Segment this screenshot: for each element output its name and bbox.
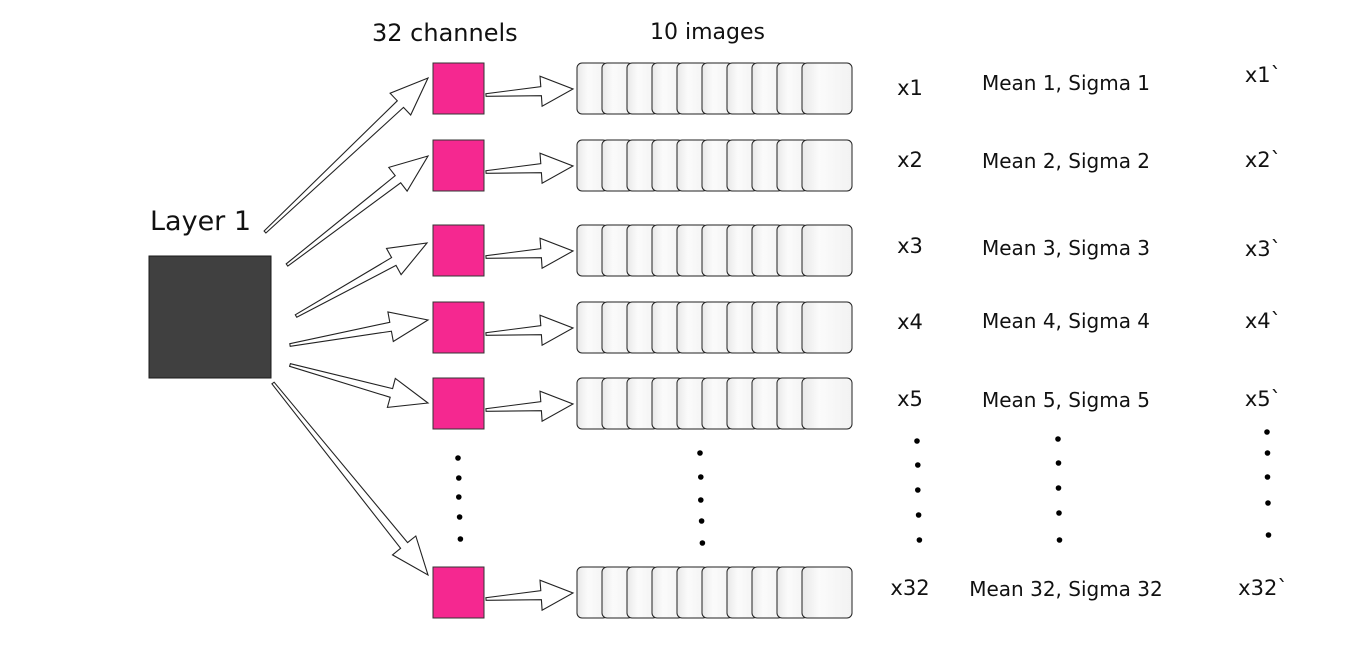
- ellipsis-dot: [1056, 537, 1063, 543]
- layer-block: [148, 255, 272, 379]
- image-cell: [801, 139, 853, 192]
- ellipsis-dot: [1264, 450, 1271, 456]
- row-stats-label: Mean 1, Sigma 1: [981, 71, 1151, 95]
- layer-arrow: [285, 155, 430, 267]
- ellipsis-dot: [697, 450, 703, 456]
- layer-arrow: [263, 76, 430, 234]
- image-cell: [801, 377, 853, 430]
- images-header: 10 images: [650, 20, 765, 45]
- ellipsis-dot: [456, 494, 462, 500]
- row-output-label: x32`: [1238, 576, 1288, 600]
- layer-arrow: [271, 381, 429, 577]
- row-stats-label: Mean 32, Sigma 32: [969, 577, 1163, 601]
- channel-arrow: [485, 390, 575, 423]
- row-output-label: x3`: [1244, 237, 1282, 261]
- channel-box: [432, 301, 485, 354]
- ellipsis-dot: [1055, 485, 1062, 491]
- ellipsis-dot: [1265, 500, 1271, 506]
- ellipsis-dot: [915, 487, 921, 493]
- channel-box: [432, 224, 485, 277]
- ellipsis-dot: [698, 474, 704, 480]
- ellipsis-dot: [455, 455, 461, 461]
- layer-to-channel-arrows: [263, 76, 430, 577]
- row-input-label: x5: [897, 387, 923, 411]
- ellipsis-dot: [457, 536, 464, 542]
- row-output-label: x5`: [1244, 387, 1282, 411]
- row-input-label: x4: [897, 310, 923, 334]
- ellipsis-dot: [916, 537, 923, 543]
- row-output-label: x4`: [1244, 309, 1282, 333]
- channel-box: [432, 566, 485, 619]
- ellipsis-dot: [914, 438, 920, 444]
- image-cell: [801, 224, 853, 277]
- channel-arrow: [485, 237, 575, 270]
- channel-arrow: [485, 152, 575, 185]
- row-stats-label: Mean 5, Sigma 5: [981, 388, 1151, 412]
- layer-arrow: [294, 242, 429, 318]
- channel-box: [432, 377, 485, 430]
- row-output-label: x1`: [1244, 63, 1282, 87]
- ellipsis-dots: [455, 429, 1272, 546]
- image-cell: [801, 301, 853, 354]
- ellipsis-dot: [915, 512, 922, 518]
- ellipsis-dot: [1056, 510, 1062, 516]
- channel-box: [432, 62, 485, 115]
- row-input-label: x32: [890, 576, 930, 600]
- layer-box: [148, 255, 272, 379]
- ellipsis-dot: [1055, 460, 1062, 466]
- image-cell: [801, 62, 853, 115]
- channels-header: 32 channels: [372, 19, 518, 47]
- ellipsis-dot: [456, 475, 462, 481]
- ellipsis-dot: [1265, 532, 1272, 538]
- ellipsis-dot: [915, 462, 921, 468]
- layer-title: Layer 1: [150, 206, 252, 237]
- ellipsis-dot: [699, 540, 706, 546]
- channel-box: [432, 139, 485, 192]
- row-stats-label: Mean 3, Sigma 3: [981, 236, 1151, 260]
- row-input-label: x3: [897, 234, 923, 258]
- layer-arrow: [288, 363, 430, 409]
- row-input-label: x1: [897, 76, 923, 100]
- ellipsis-dot: [698, 497, 704, 503]
- channel-arrow: [485, 579, 575, 612]
- channel-arrow: [485, 75, 575, 108]
- ellipsis-dot: [1264, 429, 1270, 435]
- row-stats-label: Mean 2, Sigma 2: [981, 149, 1151, 173]
- channel-arrow: [485, 314, 575, 347]
- layer-arrow: [289, 311, 430, 347]
- row-input-label: x2: [897, 148, 923, 172]
- ellipsis-dot: [456, 514, 463, 520]
- channel-rows: [432, 62, 853, 619]
- ellipsis-dot: [1264, 474, 1271, 480]
- ellipsis-dot: [698, 518, 705, 524]
- ellipsis-dot: [1055, 436, 1061, 442]
- row-stats-label: Mean 4, Sigma 4: [981, 309, 1151, 333]
- row-output-label: x2`: [1244, 148, 1282, 172]
- image-cell: [801, 566, 853, 619]
